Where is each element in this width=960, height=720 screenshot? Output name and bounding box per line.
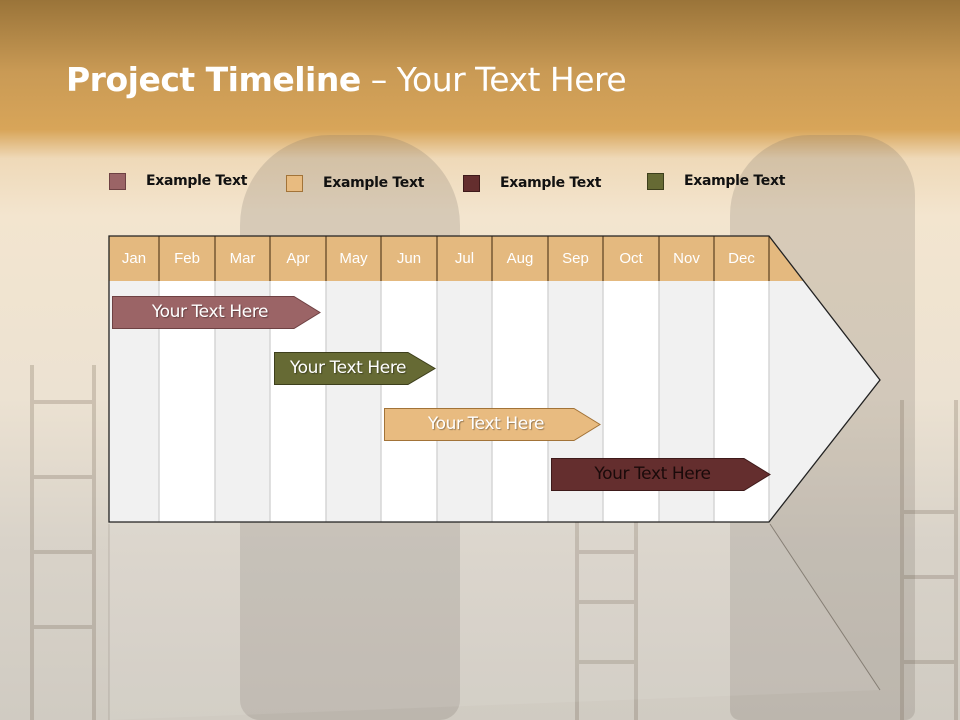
legend-swatch: [109, 172, 126, 190]
slide-title: Project Timeline – Your Text Here: [66, 60, 627, 99]
month-aug: Aug: [506, 250, 534, 267]
legend-item-2: Example Text: [286, 173, 424, 193]
legend-item-3: Example Text: [463, 173, 601, 193]
month-jan: Jan: [121, 250, 147, 267]
legend-label: Example Text: [323, 175, 425, 191]
month-sep: Sep: [562, 250, 589, 267]
month-feb: Feb: [174, 250, 200, 267]
timeline-bar-4[interactable]: Your Text Here: [551, 458, 771, 491]
month-dec: Dec: [728, 250, 755, 267]
bar-label: Your Text Here: [151, 302, 269, 322]
month-jul: Jul: [454, 250, 475, 267]
bar-label: Your Text Here: [289, 358, 407, 378]
bar-label: Your Text Here: [594, 464, 711, 484]
scaffold-right: [900, 400, 958, 720]
scaffold-center: [575, 520, 638, 720]
scaffold-left: [30, 365, 96, 720]
legend-swatch: [463, 174, 480, 192]
legend-item-1: Example Text: [109, 171, 247, 191]
month-mar: Mar: [229, 250, 256, 267]
bar-label: Your Text Here: [427, 414, 545, 434]
legend-label: Example Text: [500, 175, 602, 191]
month-may: May: [339, 250, 368, 267]
month-oct: Oct: [619, 250, 643, 267]
legend-item-4: Example Text: [647, 171, 785, 191]
month-apr: Apr: [286, 250, 310, 267]
legend-label: Example Text: [684, 173, 786, 189]
legend-swatch: [647, 172, 664, 190]
timeline-bar-3[interactable]: Your Text Here: [384, 408, 602, 441]
month-jun: Jun: [396, 250, 422, 267]
title-bold: Project Timeline: [66, 60, 361, 99]
timeline-bar-1[interactable]: Your Text Here: [112, 296, 322, 329]
legend-label: Example Text: [146, 173, 248, 189]
legend-swatch: [286, 174, 303, 192]
title-subtitle: – Your Text Here: [360, 60, 627, 99]
month-nov: Nov: [673, 250, 700, 267]
timeline-bar-2[interactable]: Your Text Here: [274, 352, 437, 385]
